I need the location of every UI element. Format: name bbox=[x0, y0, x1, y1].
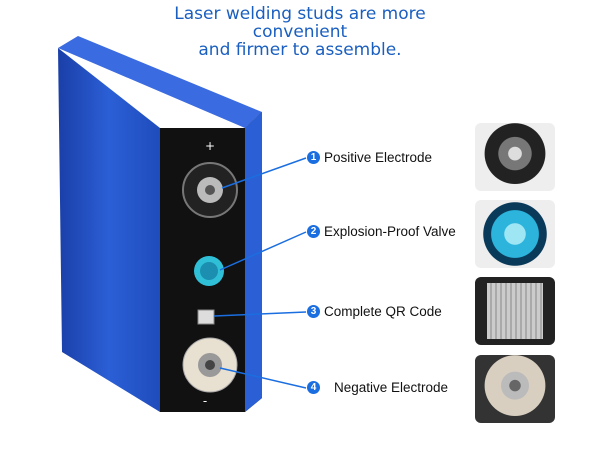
headline-line-3: and firmer to assemble. bbox=[198, 40, 402, 60]
callout-label: Explosion-Proof Valve bbox=[324, 224, 456, 239]
callout-label: Complete QR Code bbox=[324, 304, 442, 319]
negative-electrode-photo bbox=[475, 355, 555, 423]
negative-sign: - bbox=[203, 394, 207, 408]
callout-negative-electrode: 4 Negative Electrode bbox=[307, 380, 448, 395]
callout-explosion-proof-valve: 2 Explosion-Proof Valve bbox=[307, 224, 456, 239]
battery-side-face bbox=[58, 48, 160, 412]
battery-top-face bbox=[58, 36, 262, 128]
callout-positive-electrode: 1 Positive Electrode bbox=[307, 150, 432, 165]
positive-terminal bbox=[182, 162, 238, 218]
callout-label: Negative Electrode bbox=[334, 380, 449, 395]
valve-photo bbox=[475, 200, 555, 268]
headline: Laser welding studs are more convenient … bbox=[150, 5, 450, 59]
qr-code bbox=[197, 309, 215, 325]
headline-line-1: Laser welding studs are more bbox=[174, 4, 426, 24]
callout-number: 4 bbox=[307, 381, 320, 394]
qr-code-photo bbox=[487, 283, 543, 339]
callout-number: 3 bbox=[307, 305, 320, 318]
callout-qr-code: 3 Complete QR Code bbox=[307, 304, 442, 319]
callout-number: 1 bbox=[307, 151, 320, 164]
positive-electrode-photo bbox=[475, 123, 555, 191]
callout-lines bbox=[213, 157, 307, 389]
headline-line-2: convenient bbox=[252, 22, 348, 42]
explosion-proof-valve bbox=[194, 256, 224, 286]
negative-terminal bbox=[182, 337, 238, 393]
positive-sign: + bbox=[205, 139, 215, 153]
callout-label: Positive Electrode bbox=[324, 150, 433, 165]
callout-number: 2 bbox=[307, 225, 320, 238]
